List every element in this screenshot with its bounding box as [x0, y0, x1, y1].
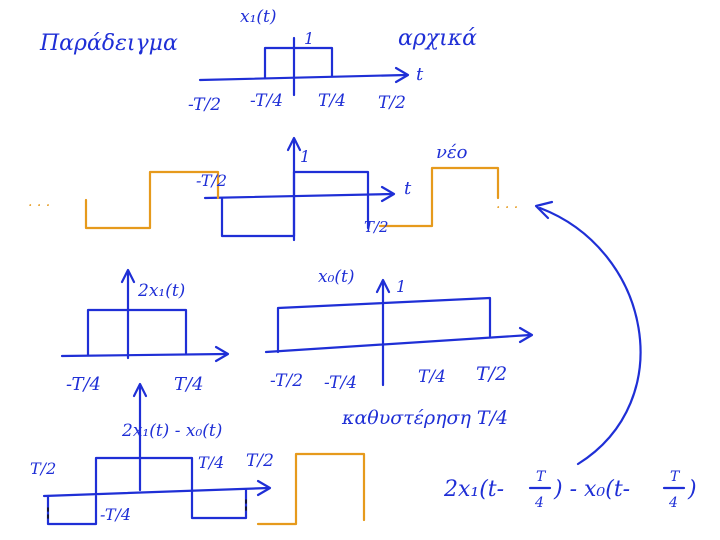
delay-note: καθυστέρηση T/4	[341, 407, 508, 429]
x1-tick-neg-t2: -T/2	[188, 95, 221, 115]
formula-frac1-den: 4	[534, 495, 544, 511]
formula-middle: ) - x₀(t-	[553, 477, 630, 502]
difference-orange-continuation	[256, 452, 366, 526]
difference-tick-t2: T/2	[246, 451, 274, 471]
ellipsis-left: . . .	[28, 194, 50, 210]
formula-frac2-num: T	[670, 469, 681, 485]
formula-frac2-den: 4	[668, 495, 678, 511]
x0-time-arrowhead	[518, 326, 534, 344]
curved-pointer-arrowhead	[534, 200, 554, 220]
2x1-signal-label: 2x₁(t)	[137, 281, 185, 301]
square-time-arrowhead	[380, 185, 396, 203]
x1-time-arrowhead	[394, 66, 410, 84]
difference-tick-t4: T/4	[198, 453, 224, 472]
square-tick-neg-t2: -T/2	[196, 171, 227, 190]
x0-tick-t2: T/2	[476, 363, 507, 385]
panel-x1-original: x₁(t) 1 t -T/2 -T/4 T/4 T/2	[188, 7, 424, 115]
x0-vertical-arrowhead	[375, 278, 391, 294]
difference-positive-pulse	[94, 456, 194, 496]
difference-tick-left: T/2	[30, 459, 56, 478]
2x1-time-arrowhead	[214, 345, 230, 363]
difference-time-axis	[42, 486, 270, 498]
x0-time-axis	[264, 333, 532, 354]
panel-x0: x₀(t) 1 -T/2 -T/4 T/4 T/2	[264, 267, 534, 393]
square-vertical-arrowhead	[286, 136, 302, 152]
square-tick-t2: T/2	[364, 218, 389, 236]
difference-signal-label: 2x₁(t) - x₀(t)	[121, 421, 222, 441]
square-wave-orange-left	[84, 170, 220, 230]
x0-tick-neg-t2: -T/2	[270, 371, 303, 391]
formula-suffix: )	[687, 477, 697, 502]
x0-tick-t4: T/4	[418, 367, 446, 387]
panel-2x1: 2x₁(t) -T/4 T/4	[60, 268, 230, 395]
x1-tick-t2: T/2	[378, 93, 406, 113]
example-title: Παράδειγμα	[39, 31, 178, 56]
x1-signal-label: x₁(t)	[240, 7, 277, 27]
ellipsis-right: . . .	[496, 196, 518, 212]
formula-prefix: 2x₁(t-	[443, 477, 504, 502]
x1-pulse	[263, 46, 334, 80]
square-time-var: t	[404, 178, 412, 199]
new-signal-label: νέο	[436, 142, 468, 163]
2x1-vertical-arrowhead	[120, 268, 136, 284]
square-time-axis	[203, 192, 394, 200]
2x1-pulse	[86, 308, 188, 357]
2x1-tick-neg-t4: -T/4	[66, 374, 101, 395]
x1-tick-t4: T/4	[318, 91, 346, 111]
formula-frac1-num: T	[536, 469, 547, 485]
x0-rectangle	[276, 296, 492, 354]
difference-vertical-arrowhead	[132, 382, 148, 398]
x1-time-axis	[198, 73, 408, 82]
difference-tick-neg-t4: -T/4	[100, 505, 131, 524]
initial-label: αρχικά	[398, 26, 477, 51]
panel-difference: 2x₁(t) - x₀(t) T/2 -T/4 T/4 T/2	[30, 382, 366, 526]
x1-amplitude-label: 1	[304, 29, 314, 48]
x1-tick-neg-t4: -T/4	[250, 91, 283, 111]
curved-pointer-arrow	[538, 206, 642, 466]
x0-tick-neg-t4: -T/4	[324, 373, 357, 393]
square-wave-blue-period	[220, 170, 370, 238]
x0-amplitude-label: 1	[396, 277, 406, 296]
difference-negative-left	[46, 494, 98, 526]
square-wave-orange-right	[378, 166, 500, 228]
panel-square-wave: 1 t -T/2 T/2 νέο . . . . . .	[28, 136, 518, 242]
square-amplitude-label: 1	[300, 147, 310, 166]
x1-time-var: t	[416, 64, 424, 85]
x0-signal-label: x₀(t)	[318, 267, 355, 287]
2x1-time-axis	[60, 352, 228, 358]
difference-negative-right	[190, 488, 248, 520]
2x1-tick-t4: T/4	[174, 374, 204, 395]
difference-time-arrowhead	[256, 479, 272, 497]
delayed-formula: 2x₁(t- T 4 ) - x₀(t- T 4 )	[443, 469, 697, 511]
